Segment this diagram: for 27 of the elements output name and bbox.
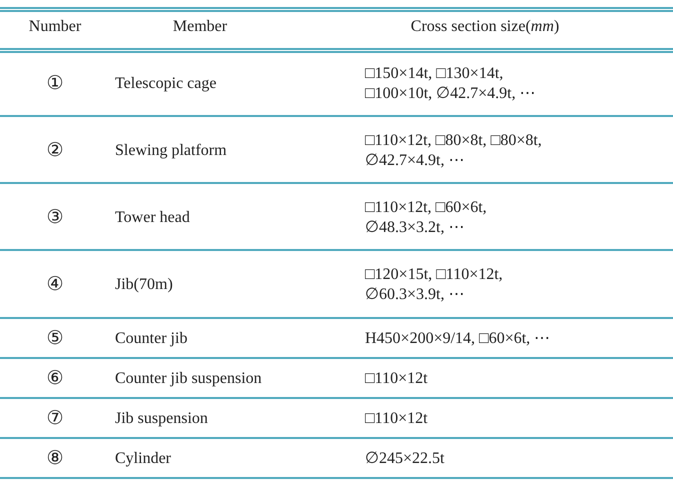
row-number: ①	[46, 74, 64, 94]
column-header: Cross section size(mm)	[410, 17, 560, 37]
section-size: □110×12t	[365, 409, 429, 429]
section-size: □150×14t, □130×14t, □100×10t, ∅42.7×4.9t, ⋯	[365, 64, 537, 104]
row-number: ⑤	[46, 329, 64, 349]
section-size: □110×12t, □60×6t, ∅48.3×3.2t, ⋯	[365, 198, 488, 238]
section-size: □110×12t, □80×8t, □80×8t, ∅42.7×4.9t, ⋯	[365, 130, 543, 170]
section-size: □110×12t	[365, 369, 429, 389]
row-number: ⑥	[46, 369, 64, 389]
member-name: Cylinder	[115, 449, 171, 469]
member-name: Tower head	[115, 208, 190, 228]
member-name: Slewing platform	[115, 140, 227, 160]
row-number: ③	[46, 208, 64, 228]
row-number: ④	[46, 275, 64, 295]
member-name: Counter jib	[115, 329, 188, 349]
column-header: Number	[28, 17, 82, 37]
section-size: □120×15t, □110×12t, ∅60.3×3.9t, ⋯	[365, 265, 504, 305]
row-number: ②	[46, 140, 64, 160]
member-name: Telescopic cage	[115, 74, 216, 94]
section-size: H450×200×9/14, □60×6t, ⋯	[365, 329, 552, 349]
row-number: ⑦	[46, 409, 64, 429]
member-name: Jib suspension	[115, 409, 208, 429]
member-name: Counter jib suspension	[115, 369, 262, 389]
column-header: Member	[172, 17, 228, 37]
member-name: Jib(70m)	[115, 275, 173, 295]
section-size: ∅245×22.5t	[365, 449, 446, 469]
row-number: ⑧	[46, 449, 64, 469]
